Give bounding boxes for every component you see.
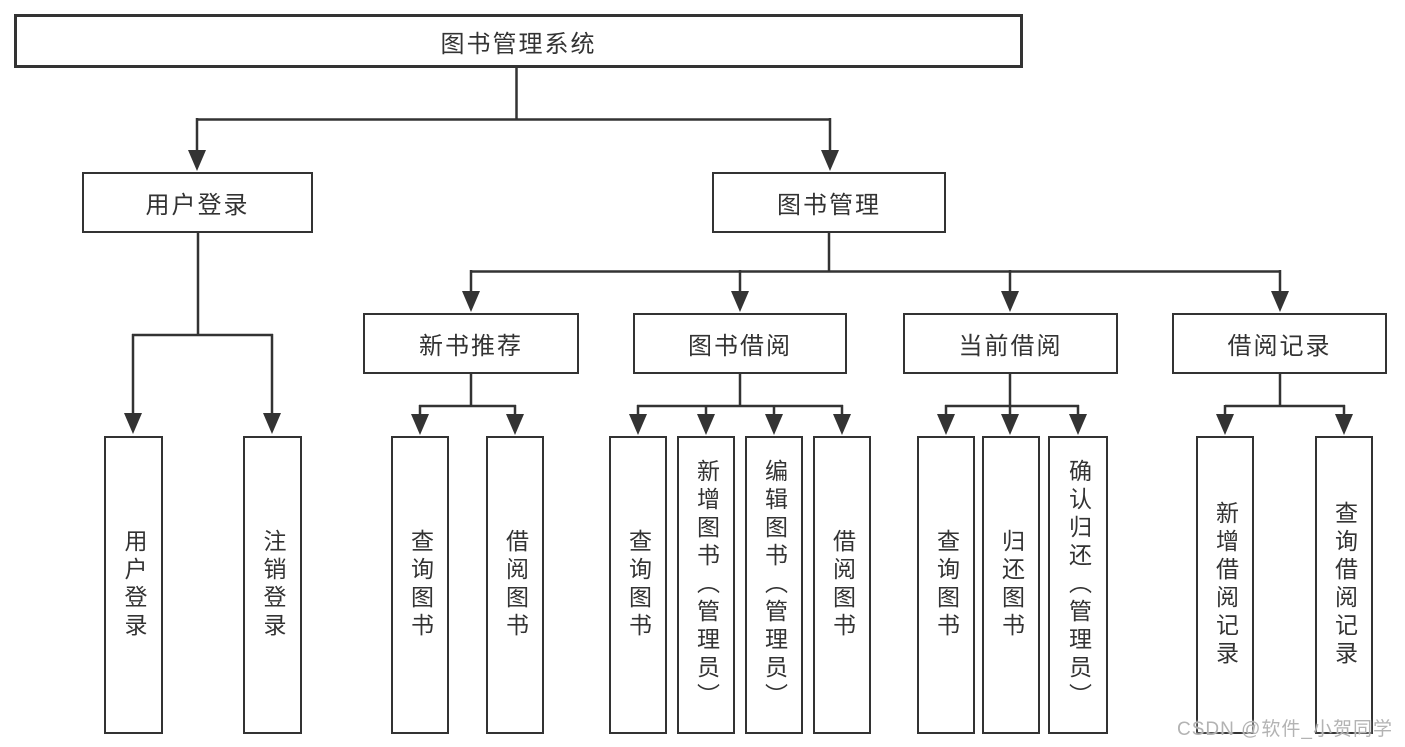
connector-book-management [462,233,1289,312]
leaf-logout: 注销登录 [243,436,302,734]
node-label: 图书管理系统 [440,30,597,58]
node-root: 图书管理系统 [14,14,1023,68]
node-label: 借阅记录 [1227,333,1332,360]
node-new-book-recommendation: 新书推荐 [363,313,579,374]
leaf-add-book-admin: 新增图书（管理员） [677,436,735,734]
leaf-query-borrow-record: 查询借阅记录 [1315,436,1373,734]
node-label: 新增借阅记录 [1212,501,1239,669]
node-book-management: 图书管理 [712,172,946,233]
node-label: 查询图书 [933,529,960,641]
leaf-borrow-books-recommend: 借阅图书 [486,436,544,734]
leaf-edit-book-admin: 编辑图书（管理员） [745,436,803,734]
watermark: CSDN @软件_小贺同学 [1177,719,1393,740]
node-borrowing-records: 借阅记录 [1172,313,1387,374]
node-label: 确认归还（管理员） [1065,459,1092,711]
node-label: 注销登录 [260,529,286,641]
node-book-borrowing: 图书借阅 [633,313,847,374]
leaf-return-book: 归还图书 [982,436,1040,734]
leaf-borrow-books-borrowing: 借阅图书 [813,436,871,734]
connector-new-book-recommendation [411,374,524,435]
node-label: 新增图书（管理员） [693,459,720,711]
node-label: 归还图书 [998,529,1025,641]
node-label: 查询图书 [625,529,652,641]
connector-book-borrowing [629,374,851,435]
node-label: 查询借阅记录 [1331,501,1358,669]
node-label: 用户登录 [121,529,147,641]
node-label: 借阅图书 [829,529,856,641]
node-label: 借阅图书 [502,529,529,641]
node-label: 当前借阅 [958,333,1063,360]
node-label: 编辑图书（管理员） [761,459,788,711]
leaf-query-books-recommend: 查询图书 [391,436,449,734]
leaf-query-books-current: 查询图书 [917,436,975,734]
leaf-user-login: 用户登录 [104,436,163,734]
connector-borrowing-records [1216,374,1353,435]
connector-root [188,68,839,171]
leaf-query-books-borrowing: 查询图书 [609,436,667,734]
leaf-add-borrow-record: 新增借阅记录 [1196,436,1254,734]
node-label: 查询图书 [407,529,434,641]
node-user-login: 用户登录 [82,172,313,233]
node-current-borrowing: 当前借阅 [903,313,1118,374]
node-label: 图书借阅 [688,333,792,360]
node-label: 新书推荐 [419,333,523,360]
connector-current-borrowing [937,374,1087,435]
node-label: 图书管理 [777,192,881,219]
node-label: 用户登录 [145,192,250,219]
connector-user-login [124,233,281,434]
leaf-confirm-return-admin: 确认归还（管理员） [1048,436,1108,734]
